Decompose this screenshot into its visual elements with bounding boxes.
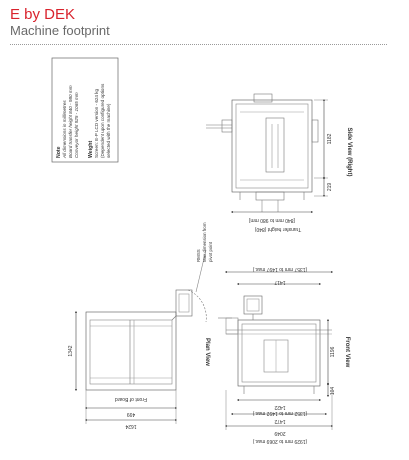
rmss-line-3: pivot point bbox=[208, 241, 213, 262]
note-heading: Note bbox=[56, 146, 62, 158]
rmss-line-1: RMSS bbox=[196, 249, 201, 262]
front-dim-bottom-4: 2049 bbox=[274, 430, 285, 436]
side-dim-transfer: [840 mm to 980 mm] bbox=[248, 217, 294, 223]
plan-front-caption: Front of Board bbox=[115, 396, 147, 402]
plan-dim-1342: 1342 bbox=[68, 345, 74, 356]
note-box: Note All dimensions in millimetres Board… bbox=[51, 57, 119, 163]
front-dim-bottom-3: 1472 bbox=[274, 418, 285, 424]
front-dim-bottom-5: (1929 mm to 2069 max.) bbox=[252, 438, 307, 444]
plan-view-outline bbox=[85, 311, 177, 391]
plan-dim-1624: 1624 bbox=[125, 423, 136, 429]
weight-line-1: Screen: E-P LCD version - 624 kg bbox=[94, 88, 99, 158]
side-transfer-caption: Transfer height (840) bbox=[254, 226, 301, 232]
note-line-2: Board transfer height 840 - 980 mm bbox=[68, 85, 73, 158]
front-dim-bottom-1: 1422 bbox=[274, 404, 285, 410]
front-view bbox=[218, 270, 334, 430]
front-dim-top-2: 1417 bbox=[274, 279, 285, 285]
page-title: E by DEK bbox=[10, 6, 76, 23]
weight-line-2: (Dependent upon configured options bbox=[100, 83, 105, 158]
page-subtitle: Machine footprint bbox=[10, 23, 110, 38]
plan-dim-499: 499 bbox=[127, 411, 136, 417]
note-line-3: Conveyor height 925 - 1065 mm bbox=[74, 92, 79, 158]
header-divider bbox=[10, 44, 387, 45]
side-view bbox=[206, 93, 328, 214]
plan-view-label: Plan View bbox=[204, 338, 210, 366]
plan-view bbox=[74, 249, 207, 424]
side-dim-219: 219 bbox=[327, 183, 333, 192]
front-dim-1196: 1196 bbox=[330, 346, 336, 357]
front-view-label: Front View bbox=[344, 337, 350, 368]
front-dim-top-1: (1357 mm to 1497 max.) bbox=[252, 266, 307, 272]
weight-heading: Weight bbox=[88, 141, 94, 158]
front-dim-bottom-2: (1352 mm to 1492 max.) bbox=[252, 410, 307, 416]
rmss-line-2: Max dimension from bbox=[202, 222, 207, 262]
front-dim-104: 104 bbox=[330, 387, 336, 396]
side-view-label: Side View (Right) bbox=[346, 128, 352, 177]
side-dim-1182: 1182 bbox=[327, 133, 333, 144]
front-view-body bbox=[237, 319, 321, 387]
note-line-1: All dimensions in millimetres bbox=[62, 100, 67, 159]
weight-line-3: selected with the machine) bbox=[106, 103, 111, 158]
